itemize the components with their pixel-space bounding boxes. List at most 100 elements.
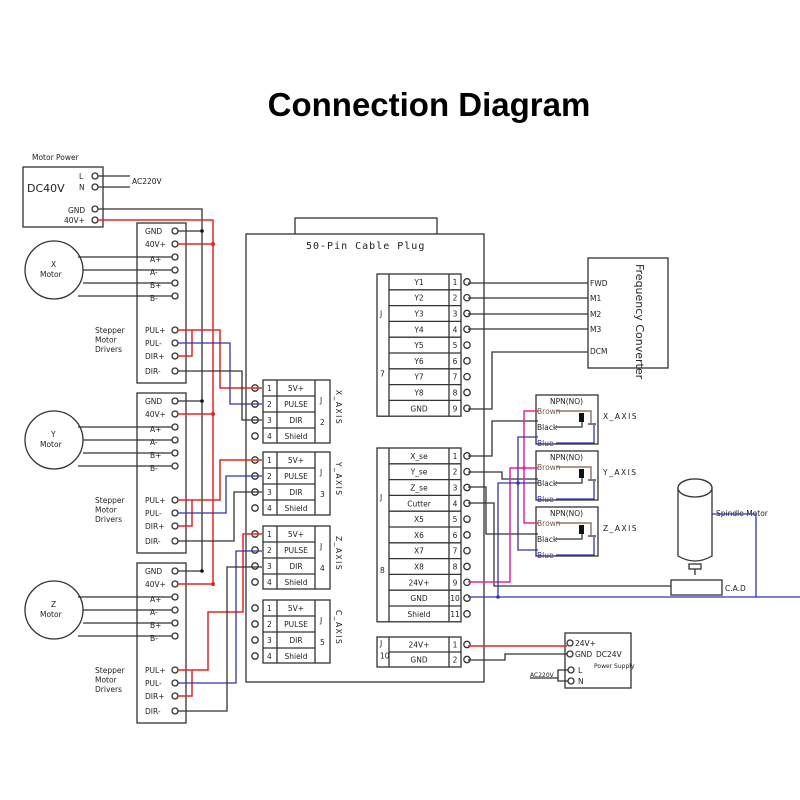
motor-label: Motor — [40, 270, 63, 279]
connector-num: 2 — [320, 418, 325, 427]
driver-terminal — [171, 397, 179, 405]
pin-number: 4 — [267, 652, 272, 661]
sensor-element — [579, 525, 584, 534]
driver-terminal-label: A+ — [150, 595, 161, 604]
pin-label: DIR — [289, 562, 302, 571]
driver-terminal-label: GND — [145, 567, 162, 576]
driver-terminal-label: DIR- — [145, 537, 161, 546]
dc24v-power-supply: 24V+ GND DC24V L N Power Supply AC220V — [468, 632, 635, 689]
driver-label: Stepper — [95, 496, 125, 505]
sensor-wire-label: Brown — [537, 407, 561, 416]
driver-terminal-label: PUL- — [145, 509, 162, 518]
driver-terminal — [171, 462, 179, 470]
z-se-wire — [468, 486, 538, 535]
driver-terminal — [171, 580, 179, 588]
pin-label: PULSE — [284, 472, 308, 481]
driver-terminal — [171, 606, 179, 614]
x-dir-plus-jumper — [178, 330, 193, 357]
x-se-wire — [468, 420, 538, 457]
diagram-title: Connection Diagram — [267, 86, 591, 123]
pin-number: 3 — [267, 562, 272, 571]
pin-number: 3 — [267, 488, 272, 497]
connector-pin — [463, 531, 471, 539]
ps-terminal-n — [567, 677, 575, 685]
ps-terminal-24v — [566, 639, 574, 647]
connector-num: 8 — [380, 566, 385, 575]
gnd-bus-wire — [98, 208, 203, 570]
cad-block — [670, 579, 723, 596]
pin-label: Shield — [284, 578, 307, 587]
spindle-ground-wire — [712, 513, 757, 597]
sensor-black-lead — [556, 534, 583, 540]
y-dir-minus-wire — [178, 491, 262, 542]
driver-terminal-label: B+ — [150, 451, 161, 460]
driver-x: GND40V+A+A-B+B-PUL+PUL-DIR+DIR-XMotorSte… — [24, 222, 215, 384]
driver-z: GND40V+A+A-B+B-PUL+PUL-DIR+DIR-ZMotorSte… — [24, 562, 215, 724]
cable-plug-connector — [294, 217, 438, 236]
driver-label: Stepper — [95, 326, 125, 335]
pin-label: Y_se — [410, 468, 428, 477]
fc-terminal: M3 — [590, 325, 601, 334]
driver-terminal-label: B+ — [150, 281, 161, 290]
sensor-blue-lead — [556, 481, 595, 500]
pin-label: 5V+ — [288, 530, 304, 539]
pin-label: Y7 — [413, 373, 424, 382]
driver-terminal — [171, 707, 179, 715]
connector-dividers — [388, 448, 450, 622]
driver-terminal-label: B- — [150, 294, 158, 303]
driver-terminal-label: PUL+ — [145, 326, 165, 335]
connector-j: J — [319, 616, 322, 625]
fc-terminal: M2 — [590, 310, 601, 319]
pin-label: 5V+ — [288, 384, 304, 393]
pin-label: Y3 — [413, 310, 424, 319]
terminal-GND — [91, 205, 99, 213]
driver-terminal — [171, 253, 179, 261]
pin-label: X5 — [414, 515, 424, 524]
pin-label: DIR — [289, 488, 302, 497]
driver-terminal-label: PUL+ — [145, 496, 165, 505]
junction-dot — [200, 229, 204, 233]
ac-input-label: AC220V — [132, 177, 163, 186]
pin-number: 7 — [453, 547, 458, 556]
pin-number: 1 — [453, 641, 458, 650]
pin-label: Y2 — [413, 294, 424, 303]
sensor-gnd-wire — [468, 436, 800, 598]
sensor-wire-label: Brown — [537, 463, 561, 472]
npn-sensors: NPN(NO)X_AXISBrownBlackBlueNPN(NO)Y_AXIS… — [535, 394, 637, 560]
driver-terminal-label: B- — [150, 464, 158, 473]
ps-gnd-wire — [468, 653, 567, 661]
pin-number: 3 — [267, 636, 272, 645]
pin-number: 1 — [267, 604, 272, 613]
pin-label: GND — [410, 404, 427, 413]
driver-terminal — [171, 423, 179, 431]
driver-terminal-label: A+ — [150, 255, 161, 264]
connector-pin — [463, 404, 471, 413]
driver-terminal — [171, 279, 179, 287]
connector-num: 5 — [320, 638, 325, 647]
driver-terminal — [171, 522, 179, 530]
ps-label: GND — [575, 650, 592, 659]
pin-label: 5V+ — [288, 604, 304, 613]
driver-terminal — [171, 352, 179, 360]
motor-power-box — [22, 166, 104, 228]
fc-terminal: M1 — [590, 294, 601, 303]
sensor-wire-label: Blue — [537, 495, 554, 504]
pin-number: 5 — [453, 515, 458, 524]
connector-j: J — [379, 493, 382, 502]
pin-label: X8 — [414, 563, 424, 572]
mp-terminal-label: 40V+ — [64, 216, 85, 225]
pin-number: 4 — [453, 499, 458, 508]
z-pul-plus-wire — [192, 533, 262, 671]
pin-number: 4 — [267, 578, 272, 587]
connector-box — [376, 447, 462, 623]
connector-pin — [251, 636, 259, 644]
ps-title: DC24V — [596, 650, 623, 659]
driver-terminal-label: DIR- — [145, 367, 161, 376]
driver-terminal-label: A- — [150, 608, 158, 617]
pin-number: 11 — [450, 610, 460, 619]
sensor-wire-label: Blue — [537, 439, 554, 448]
connector-pin — [251, 578, 259, 586]
pin-number: 10 — [450, 594, 460, 603]
